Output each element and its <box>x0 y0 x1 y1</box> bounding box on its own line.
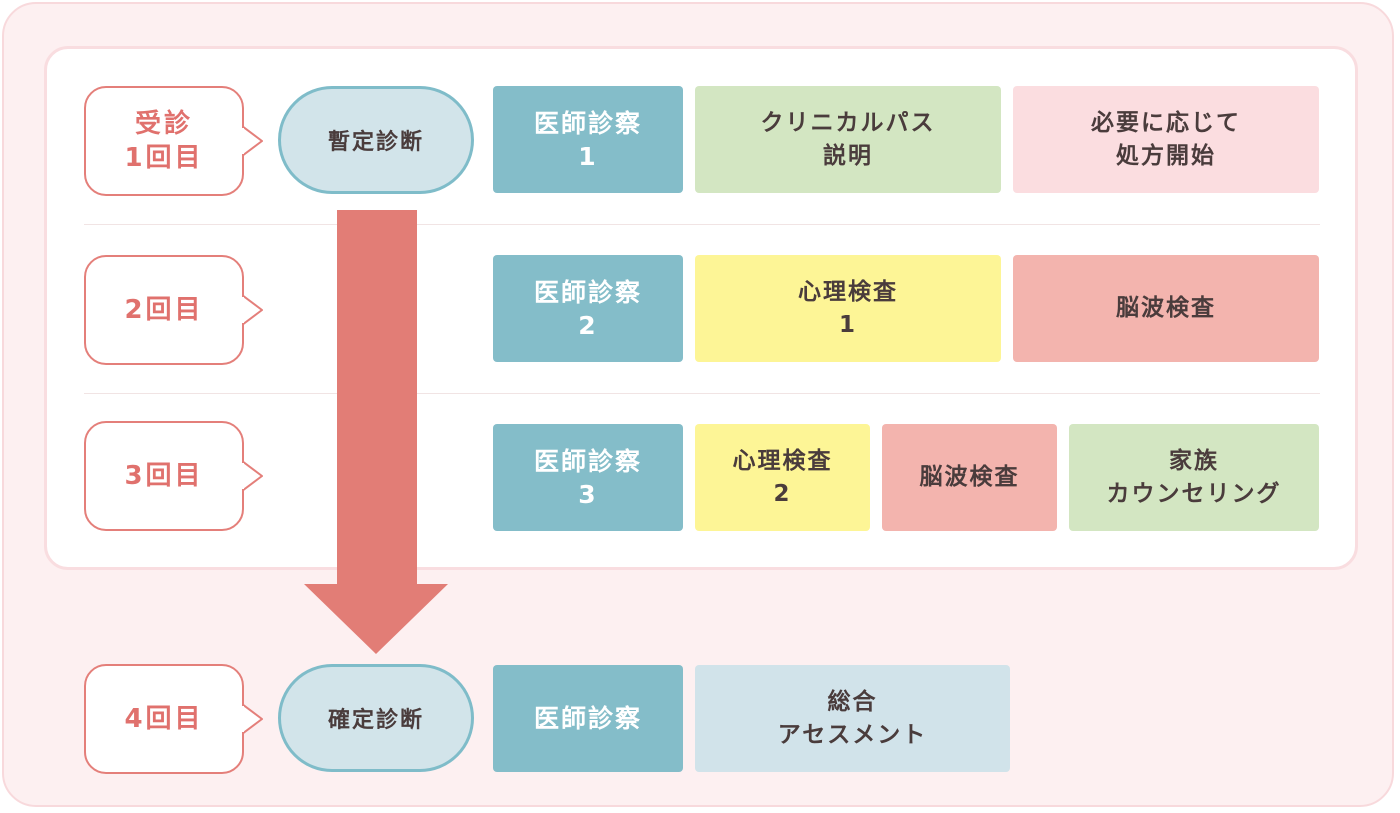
box-line2: 1 <box>838 311 857 338</box>
box-line2: 処方開始 <box>1116 142 1216 169</box>
visit-pointer <box>242 704 263 734</box>
row-divider <box>84 224 1320 225</box>
start-prescription-box: 必要に応じて 処方開始 <box>1013 86 1319 193</box>
provisional-diagnosis-oval: 暫定診断 <box>278 86 474 194</box>
doctor-exam-1-box: 医師診察 1 <box>493 86 683 193</box>
box-line1: 総合 <box>827 688 878 715</box>
doctor-exam-3-box: 医師診察 3 <box>493 424 683 531</box>
psych-test-2-box: 心理検査 2 <box>695 424 870 531</box>
visit-pointer <box>242 461 263 491</box>
visit-label-line2: 4回目 <box>124 704 204 734</box>
box-line2: 3 <box>578 479 598 509</box>
definitive-diagnosis-oval: 確定診断 <box>278 664 474 772</box>
family-counseling-box: 家族 カウンセリング <box>1069 424 1319 531</box>
box-line1: 医師診察 <box>533 446 642 476</box>
box-line1: 心理検査 <box>732 447 833 474</box>
box-line1: 家族 <box>1169 447 1219 474</box>
visit-label-line2: 3回目 <box>124 461 204 491</box>
visit-label-line1: 受診 <box>134 109 193 139</box>
visit-pointer <box>242 126 263 156</box>
visit-label-1: 受診 1回目 <box>84 86 244 196</box>
progress-down-arrow <box>304 210 448 654</box>
box-line2: カウンセリング <box>1106 480 1282 507</box>
box-line2: 1 <box>578 141 598 171</box>
box-line1: 医師診察 <box>533 108 642 138</box>
visit-pointer <box>242 295 263 325</box>
box-line1: 心理検査 <box>798 278 898 305</box>
psych-test-1-box: 心理検査 1 <box>695 255 1001 362</box>
box-line1: クリニカルパス <box>760 109 936 136</box>
row-divider <box>84 393 1320 394</box>
box-line1: 脳波検査 <box>1116 295 1216 321</box>
clinical-path-box: クリニカルパス 説明 <box>695 86 1001 193</box>
eeg-box: 脳波検査 <box>1013 255 1319 362</box>
box-line1: 必要に応じて <box>1091 109 1241 136</box>
doctor-exam-final-box: 医師診察 <box>493 665 683 772</box>
provisional-diagnosis-label: 暫定診断 <box>327 130 424 155</box>
box-line1: 脳波検査 <box>919 464 1020 490</box>
box-line2: 説明 <box>823 142 873 169</box>
box-line1: 医師診察 <box>533 704 642 733</box>
visit-label-line2: 1回目 <box>124 143 204 173</box>
box-line2: 2 <box>773 480 792 507</box>
comprehensive-assessment-box: 総合 アセスメント <box>695 665 1010 772</box>
visit-label-line2: 2回目 <box>124 295 204 325</box>
box-line2: アセスメント <box>777 721 928 748</box>
definitive-diagnosis-label: 確定診断 <box>327 708 424 733</box>
visit-label-3: 3回目 <box>84 421 244 531</box>
visit-label-2: 2回目 <box>84 255 244 365</box>
doctor-exam-2-box: 医師診察 2 <box>493 255 683 362</box>
visit-label-4: 4回目 <box>84 664 244 774</box>
box-line2: 2 <box>578 310 598 340</box>
eeg-box: 脳波検査 <box>882 424 1057 531</box>
box-line1: 医師診察 <box>533 277 642 307</box>
